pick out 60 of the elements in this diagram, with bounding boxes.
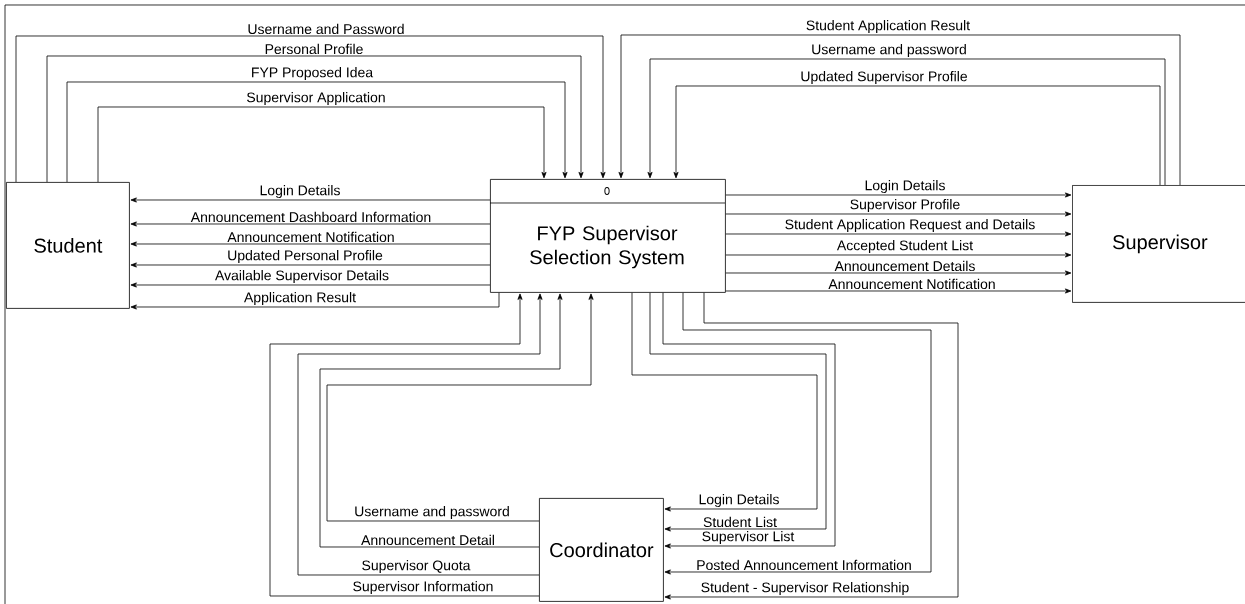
edge-label: Supervisor List [701,530,795,545]
edge-label: Personal Profile [264,43,364,55]
entity-box: Coordinator [539,498,664,602]
edge-label: Accepted Student List [836,239,974,254]
arrow [130,262,491,268]
entity-box: Supervisor [1072,185,1245,303]
edge-label: Announcement Dashboard Information [190,211,432,223]
arrow [664,292,959,600]
arrow [725,270,1072,276]
arrow [66,81,568,183]
arrow [725,252,1072,258]
arrow [46,55,584,183]
arrow [130,241,491,247]
arrow [130,197,491,203]
arrow [647,58,1166,186]
arrow [130,221,491,227]
edge-label: Username and Password [246,23,406,35]
arrow [662,292,836,549]
arrow [673,85,1161,186]
edge-label: Posted Announcement Information [695,559,913,571]
arrow [326,293,594,522]
arrow [725,288,1072,294]
arrow [725,211,1072,217]
edge-label: Supervisor Quota [361,559,471,574]
arrow [649,292,827,532]
edge-label: Supervisor Application [245,91,387,106]
edge-label: Student List [702,516,778,528]
edge-label: Username and password [810,43,968,58]
edge-label: Updated Personal Profile [226,249,384,264]
arrow [664,292,932,575]
edge-label: FYP Proposed Idea [250,66,374,81]
process-box: 0 FYP Supervisor Selection System [489,179,726,293]
edge-label: Announcement Details [834,260,976,272]
edge-label: Supervisor Information [352,580,494,595]
edge-label: Student - Supervisor Relationship [700,581,910,596]
arrow [631,292,818,512]
edge-label: Login Details [259,184,341,199]
arrow [319,293,563,548]
arrow [130,292,500,310]
arrow [97,106,547,183]
edge-label: Announcement Notification [827,278,997,290]
edge-label: Supervisor Profile [849,198,961,213]
arrow [297,293,543,576]
arrow [725,192,1072,198]
edge-label: Student Application Request and Details [784,218,1036,233]
edge-label: Student Application Result [805,19,971,34]
entity-box: Student [6,182,130,309]
arrow [618,34,1181,186]
edge-label: Announcement Detail [360,534,496,546]
arrow [269,293,540,597]
arrow [15,35,606,183]
edge-label: Announcement Notification [226,231,396,243]
edge-label: Login Details [698,493,780,508]
arrow [725,231,1072,237]
edge-label: Updated Supervisor Profile [799,70,969,85]
edge-label: Application Result [243,291,357,306]
arrow [130,282,491,288]
edge-label: Login Details [864,179,946,194]
edge-label: Username and password [353,505,511,520]
edge-label: Available Supervisor Details [214,269,390,284]
